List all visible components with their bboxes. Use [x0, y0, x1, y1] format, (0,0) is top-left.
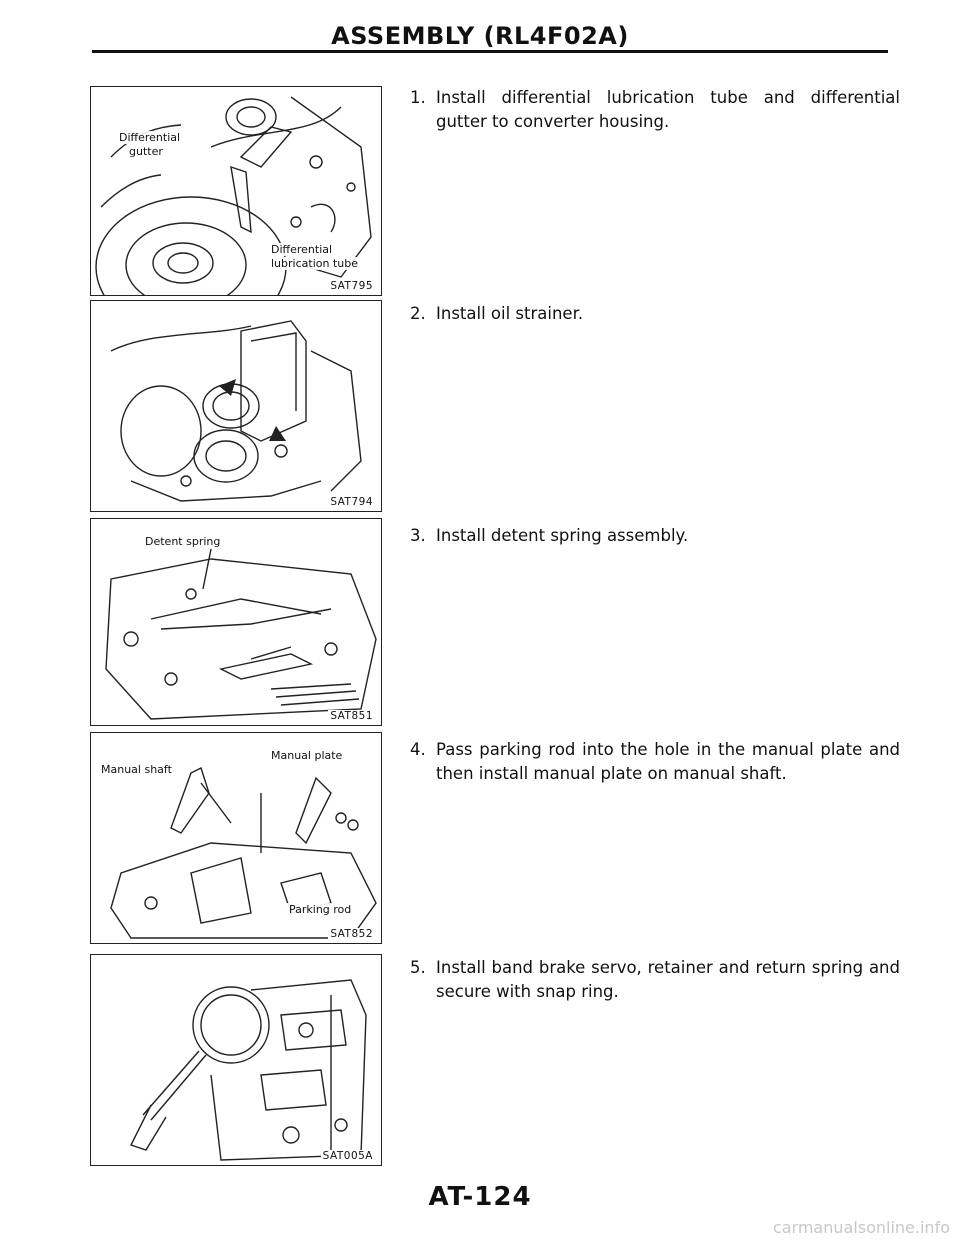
figure-differential-gutter: Differential gutter Differential lubrica… [90, 86, 382, 296]
label-manual-shaft: Manual shaft [99, 763, 174, 776]
step-4: 4. Pass parking rod into the hole in the… [410, 738, 900, 786]
label-detent-spring: Detent spring [143, 535, 223, 548]
figure-detent-spring: Detent spring SAT851 [90, 518, 382, 726]
label-parking-rod: Parking rod [287, 903, 354, 916]
step-text: Install band brake servo, retainer and r… [436, 958, 900, 1001]
manual-plate-illustration [110, 767, 377, 939]
step-number: 1. [410, 88, 426, 107]
step-text: Pass parking rod into the hole in the ma… [436, 740, 900, 783]
step-text: Install detent spring assembly. [436, 526, 689, 545]
figure-code: SAT005A [320, 1150, 375, 1162]
label-gutter: gutter [127, 145, 165, 158]
band-brake-servo-illustration [130, 979, 367, 1161]
label-differential-2: Differential [269, 243, 335, 256]
step-1: 1. Install differential lubrication tube… [410, 86, 900, 134]
figure-code: SAT851 [328, 710, 375, 722]
step-number: 4. [410, 740, 426, 759]
title-divider [92, 50, 888, 53]
step-number: 5. [410, 958, 426, 977]
step-5: 5. Install band brake servo, retainer an… [410, 956, 900, 1004]
figure-manual-plate: Manual shaft Manual plate Parking rod SA… [90, 732, 382, 944]
step-text: Install oil strainer. [436, 304, 584, 323]
figure-oil-strainer: SAT794 [90, 300, 382, 512]
step-3: 3. Install detent spring assembly. [410, 524, 900, 548]
label-differential: Differential [117, 131, 183, 144]
page-title: ASSEMBLY (RL4F02A) [331, 22, 629, 50]
figure-code: SAT794 [328, 496, 375, 508]
figure-band-brake-servo: SAT005A [90, 954, 382, 1166]
step-number: 3. [410, 526, 426, 545]
page-number: AT-124 [428, 1182, 532, 1212]
step-2: 2. Install oil strainer. [410, 302, 900, 326]
step-text: Install differential lubrication tube an… [436, 88, 900, 131]
figure-code: SAT795 [328, 280, 375, 292]
step-number: 2. [410, 304, 426, 323]
label-lubrication-tube: lubrication tube [269, 257, 360, 270]
figure-code: SAT852 [328, 928, 375, 940]
oil-strainer-illustration [110, 320, 362, 502]
label-manual-plate: Manual plate [269, 749, 345, 762]
watermark: carmanualsonline.info [772, 1218, 950, 1237]
differential-gutter-illustration [95, 96, 372, 295]
detent-spring-illustration [105, 548, 377, 720]
